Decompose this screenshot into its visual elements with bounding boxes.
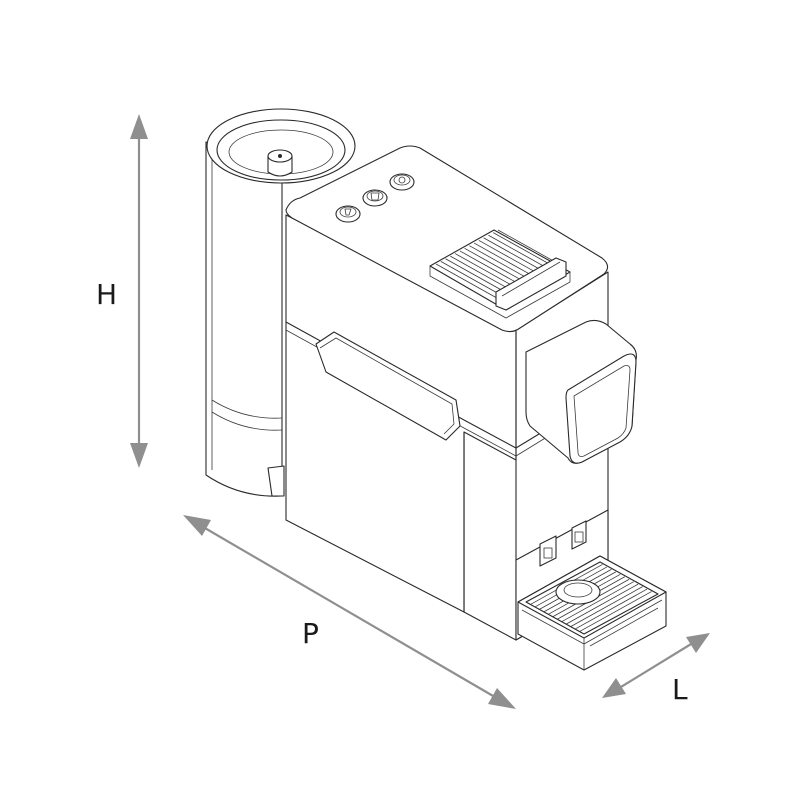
depth-dimension-arrow [183, 515, 516, 709]
height-dimension-arrow [130, 114, 148, 468]
button-milk[interactable] [389, 173, 415, 191]
milk-frother [205, 108, 356, 497]
width-label: L [672, 673, 688, 706]
lever-rib [435, 263, 505, 303]
width-dimension-arrow [602, 633, 710, 698]
button-espresso[interactable] [335, 205, 361, 223]
grate-rib [574, 588, 648, 630]
capsule-lever[interactable] [429, 229, 571, 319]
grate-rib [579, 591, 652, 632]
coffee-spout [525, 319, 637, 464]
side-handle[interactable] [315, 331, 461, 441]
grate-rib [570, 586, 643, 627]
grate-rib [565, 583, 639, 625]
depth-label: P [302, 617, 319, 650]
drip-grate [525, 561, 659, 635]
grate-rib [561, 581, 634, 623]
control-buttons [335, 173, 415, 223]
button-lungo[interactable] [362, 189, 388, 207]
drip-tray [517, 555, 667, 671]
height-label: H [96, 278, 118, 311]
